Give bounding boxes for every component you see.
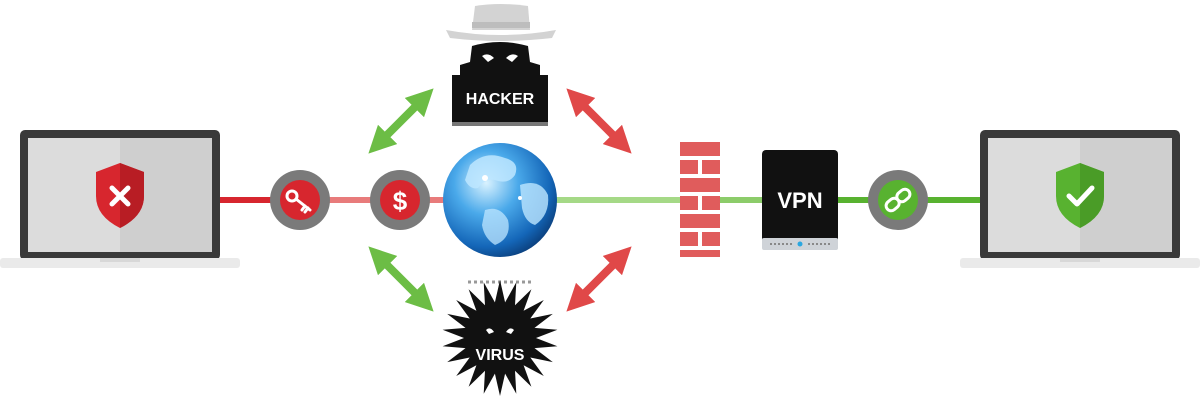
laptop-base <box>0 258 240 268</box>
globe-icon <box>443 143 557 257</box>
dollar-icon: $ <box>393 186 408 216</box>
shield-check-icon <box>1056 163 1104 228</box>
threat-arrows <box>368 88 632 312</box>
chain-link-icon <box>884 187 912 213</box>
laptop-base <box>960 258 1200 268</box>
vpn-label: VPN <box>777 188 822 213</box>
arrow-hacker-firewall <box>566 88 632 154</box>
shield-x-icon <box>96 163 144 228</box>
arrow-virus-firewall <box>566 246 632 312</box>
arrow-globe-virus-left <box>368 246 434 312</box>
virus-label: VIRUS <box>476 347 525 364</box>
left-laptop <box>0 130 240 268</box>
hat-icon <box>446 4 556 41</box>
hacker-label: HACKER <box>466 91 535 108</box>
virus-icon <box>442 280 558 396</box>
hacker-icon <box>452 42 548 126</box>
server-icon <box>762 150 838 242</box>
key-node <box>270 170 330 230</box>
brick-wall-icon <box>680 142 720 257</box>
arrow-globe-hacker-left <box>368 88 434 154</box>
key-icon <box>285 189 312 214</box>
vpn-server: VPN <box>762 150 838 250</box>
hacker: HACKER <box>446 4 556 126</box>
money-node: $ <box>370 170 430 230</box>
virus: VIRUS <box>442 280 558 396</box>
link-node <box>868 170 928 230</box>
right-laptop <box>960 130 1200 268</box>
